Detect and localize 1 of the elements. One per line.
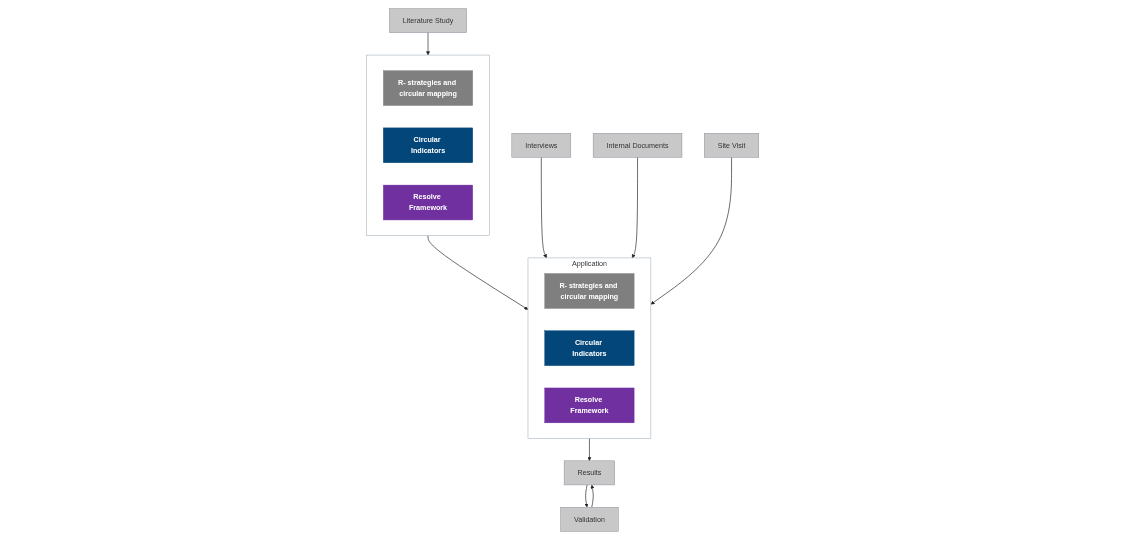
cluster <box>366 54 490 236</box>
